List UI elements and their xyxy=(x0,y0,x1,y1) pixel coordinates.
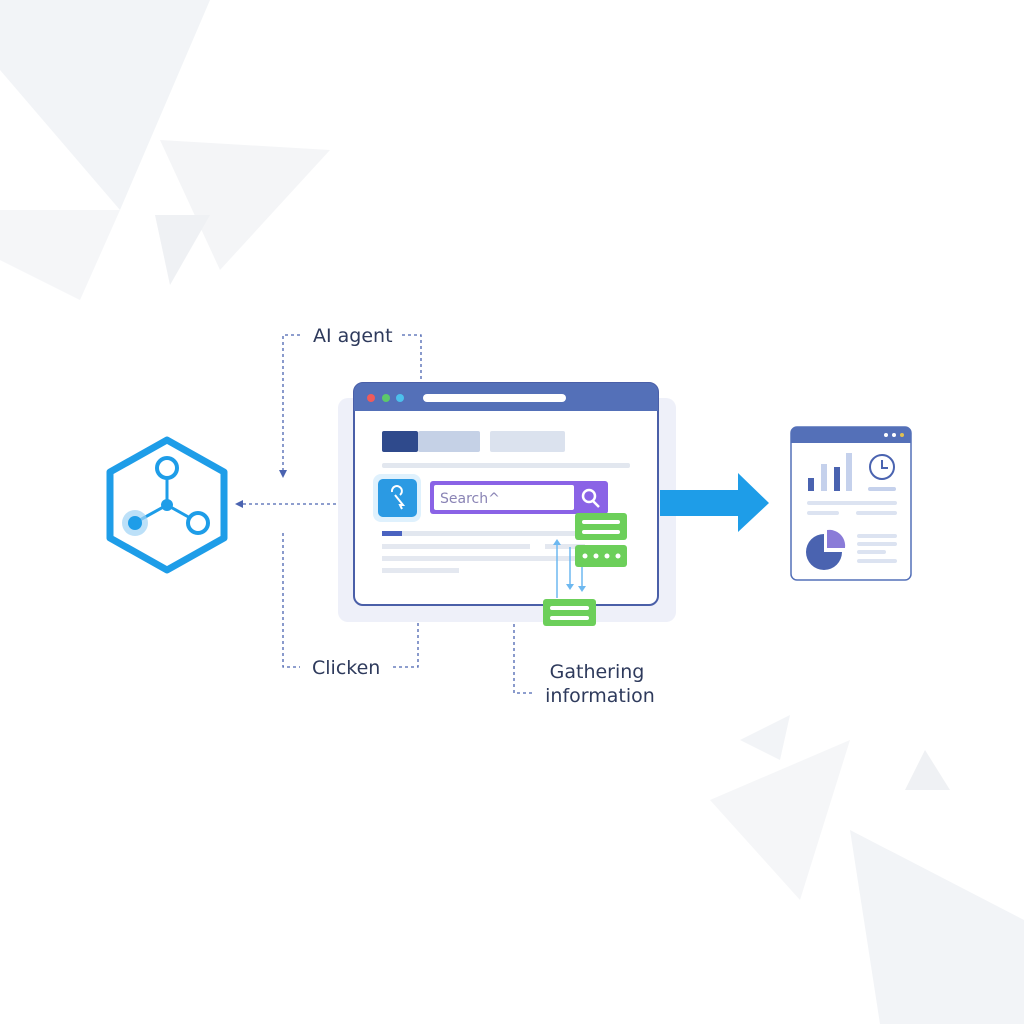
gathering-label-line1: Gathering xyxy=(550,661,645,683)
tab-active[interactable] xyxy=(382,431,418,452)
dashboard-result-card xyxy=(790,426,912,581)
pie-chart-icon xyxy=(806,529,846,570)
pointer-click-icon xyxy=(390,485,406,510)
data-card xyxy=(575,513,627,540)
search-placeholder: Search^ xyxy=(440,491,500,507)
ai-agent-hexagon-icon xyxy=(106,436,228,574)
gathering-label-line2: information xyxy=(545,685,655,707)
maximize-dot-icon[interactable] xyxy=(396,394,404,402)
tab[interactable] xyxy=(418,431,480,452)
ai-agent-label: AI agent xyxy=(313,325,393,347)
data-card xyxy=(543,599,596,626)
search-icon[interactable] xyxy=(581,488,600,508)
big-arrow-icon xyxy=(660,473,769,532)
browser-window: Search^ xyxy=(338,382,676,626)
search-input[interactable] xyxy=(434,485,574,510)
clicken-label: Clicken xyxy=(312,657,380,679)
minimize-dot-icon[interactable] xyxy=(382,394,390,402)
cursor-click-button[interactable] xyxy=(373,474,421,522)
address-bar[interactable] xyxy=(423,394,566,402)
clock-icon xyxy=(869,454,895,480)
tab[interactable] xyxy=(490,431,565,452)
close-dot-icon[interactable] xyxy=(367,394,375,402)
password-card xyxy=(575,545,627,567)
bar-chart-icon xyxy=(808,453,852,491)
